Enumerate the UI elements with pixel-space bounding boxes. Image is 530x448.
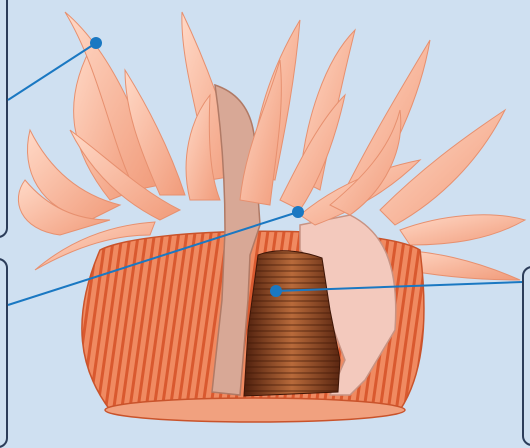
sea-anemone-cross-section <box>0 0 530 427</box>
